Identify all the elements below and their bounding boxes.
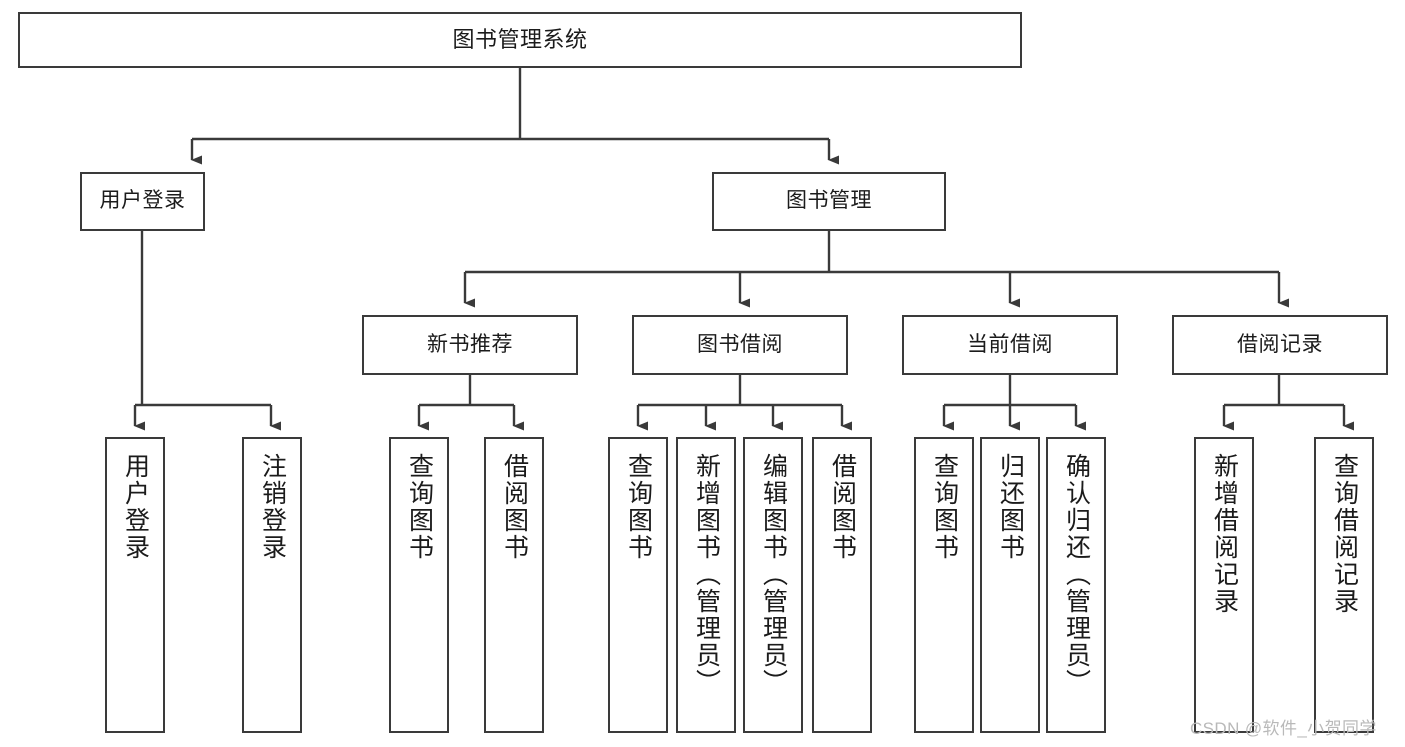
node-label: 借阅图书 (500, 453, 529, 561)
leaf-edit-book-admin[interactable]: 编辑图书（管理员） (743, 437, 803, 733)
leaf-query-book-current[interactable]: 查询图书 (914, 437, 974, 733)
node-label: 确认归还（管理员） (1062, 453, 1091, 696)
node-label: 图书管理 (786, 189, 872, 213)
leaf-borrow-book-borrow[interactable]: 借阅图书 (812, 437, 872, 733)
node-label: 新增图书（管理员） (692, 453, 721, 696)
node-label: 查询借阅记录 (1330, 453, 1359, 615)
node-label: 借阅图书 (828, 453, 857, 561)
node-label: 归还图书 (996, 453, 1025, 561)
node-label: 当前借阅 (967, 332, 1053, 356)
node-label: 借阅记录 (1237, 332, 1323, 356)
leaf-query-book-recommend[interactable]: 查询图书 (389, 437, 449, 733)
leaf-user-login[interactable]: 用户登录 (105, 437, 165, 733)
leaf-query-borrow-record[interactable]: 查询借阅记录 (1314, 437, 1374, 733)
node-label: 新书推荐 (427, 332, 513, 356)
leaf-add-borrow-record[interactable]: 新增借阅记录 (1194, 437, 1254, 733)
node-label: 查询图书 (624, 453, 653, 561)
node-label: 新增借阅记录 (1210, 453, 1239, 615)
csdn-watermark: CSDN @软件_小贺同学 (1190, 719, 1377, 738)
node-label: 查询图书 (405, 453, 434, 561)
node-label: 用户登录 (121, 453, 150, 561)
leaf-confirm-return-admin[interactable]: 确认归还（管理员） (1046, 437, 1106, 733)
node-label: 编辑图书（管理员） (759, 453, 788, 696)
node-book-manage[interactable]: 图书管理 (712, 172, 946, 231)
node-book-borrow[interactable]: 图书借阅 (632, 315, 848, 375)
node-label: 查询图书 (930, 453, 959, 561)
node-root-system[interactable]: 图书管理系统 (18, 12, 1022, 68)
leaf-add-book-admin[interactable]: 新增图书（管理员） (676, 437, 736, 733)
node-label: 图书管理系统 (452, 27, 588, 53)
node-label: 图书借阅 (697, 332, 783, 356)
leaf-query-book-borrow[interactable]: 查询图书 (608, 437, 668, 733)
node-user-login[interactable]: 用户登录 (80, 172, 205, 231)
leaf-borrow-book-recommend[interactable]: 借阅图书 (484, 437, 544, 733)
leaf-return-book[interactable]: 归还图书 (980, 437, 1040, 733)
node-borrow-record[interactable]: 借阅记录 (1172, 315, 1388, 375)
node-label: 用户登录 (99, 189, 186, 213)
node-new-book-recommend[interactable]: 新书推荐 (362, 315, 578, 375)
leaf-logout-login[interactable]: 注销登录 (242, 437, 302, 733)
node-label: 注销登录 (258, 453, 287, 561)
node-current-borrow[interactable]: 当前借阅 (902, 315, 1118, 375)
